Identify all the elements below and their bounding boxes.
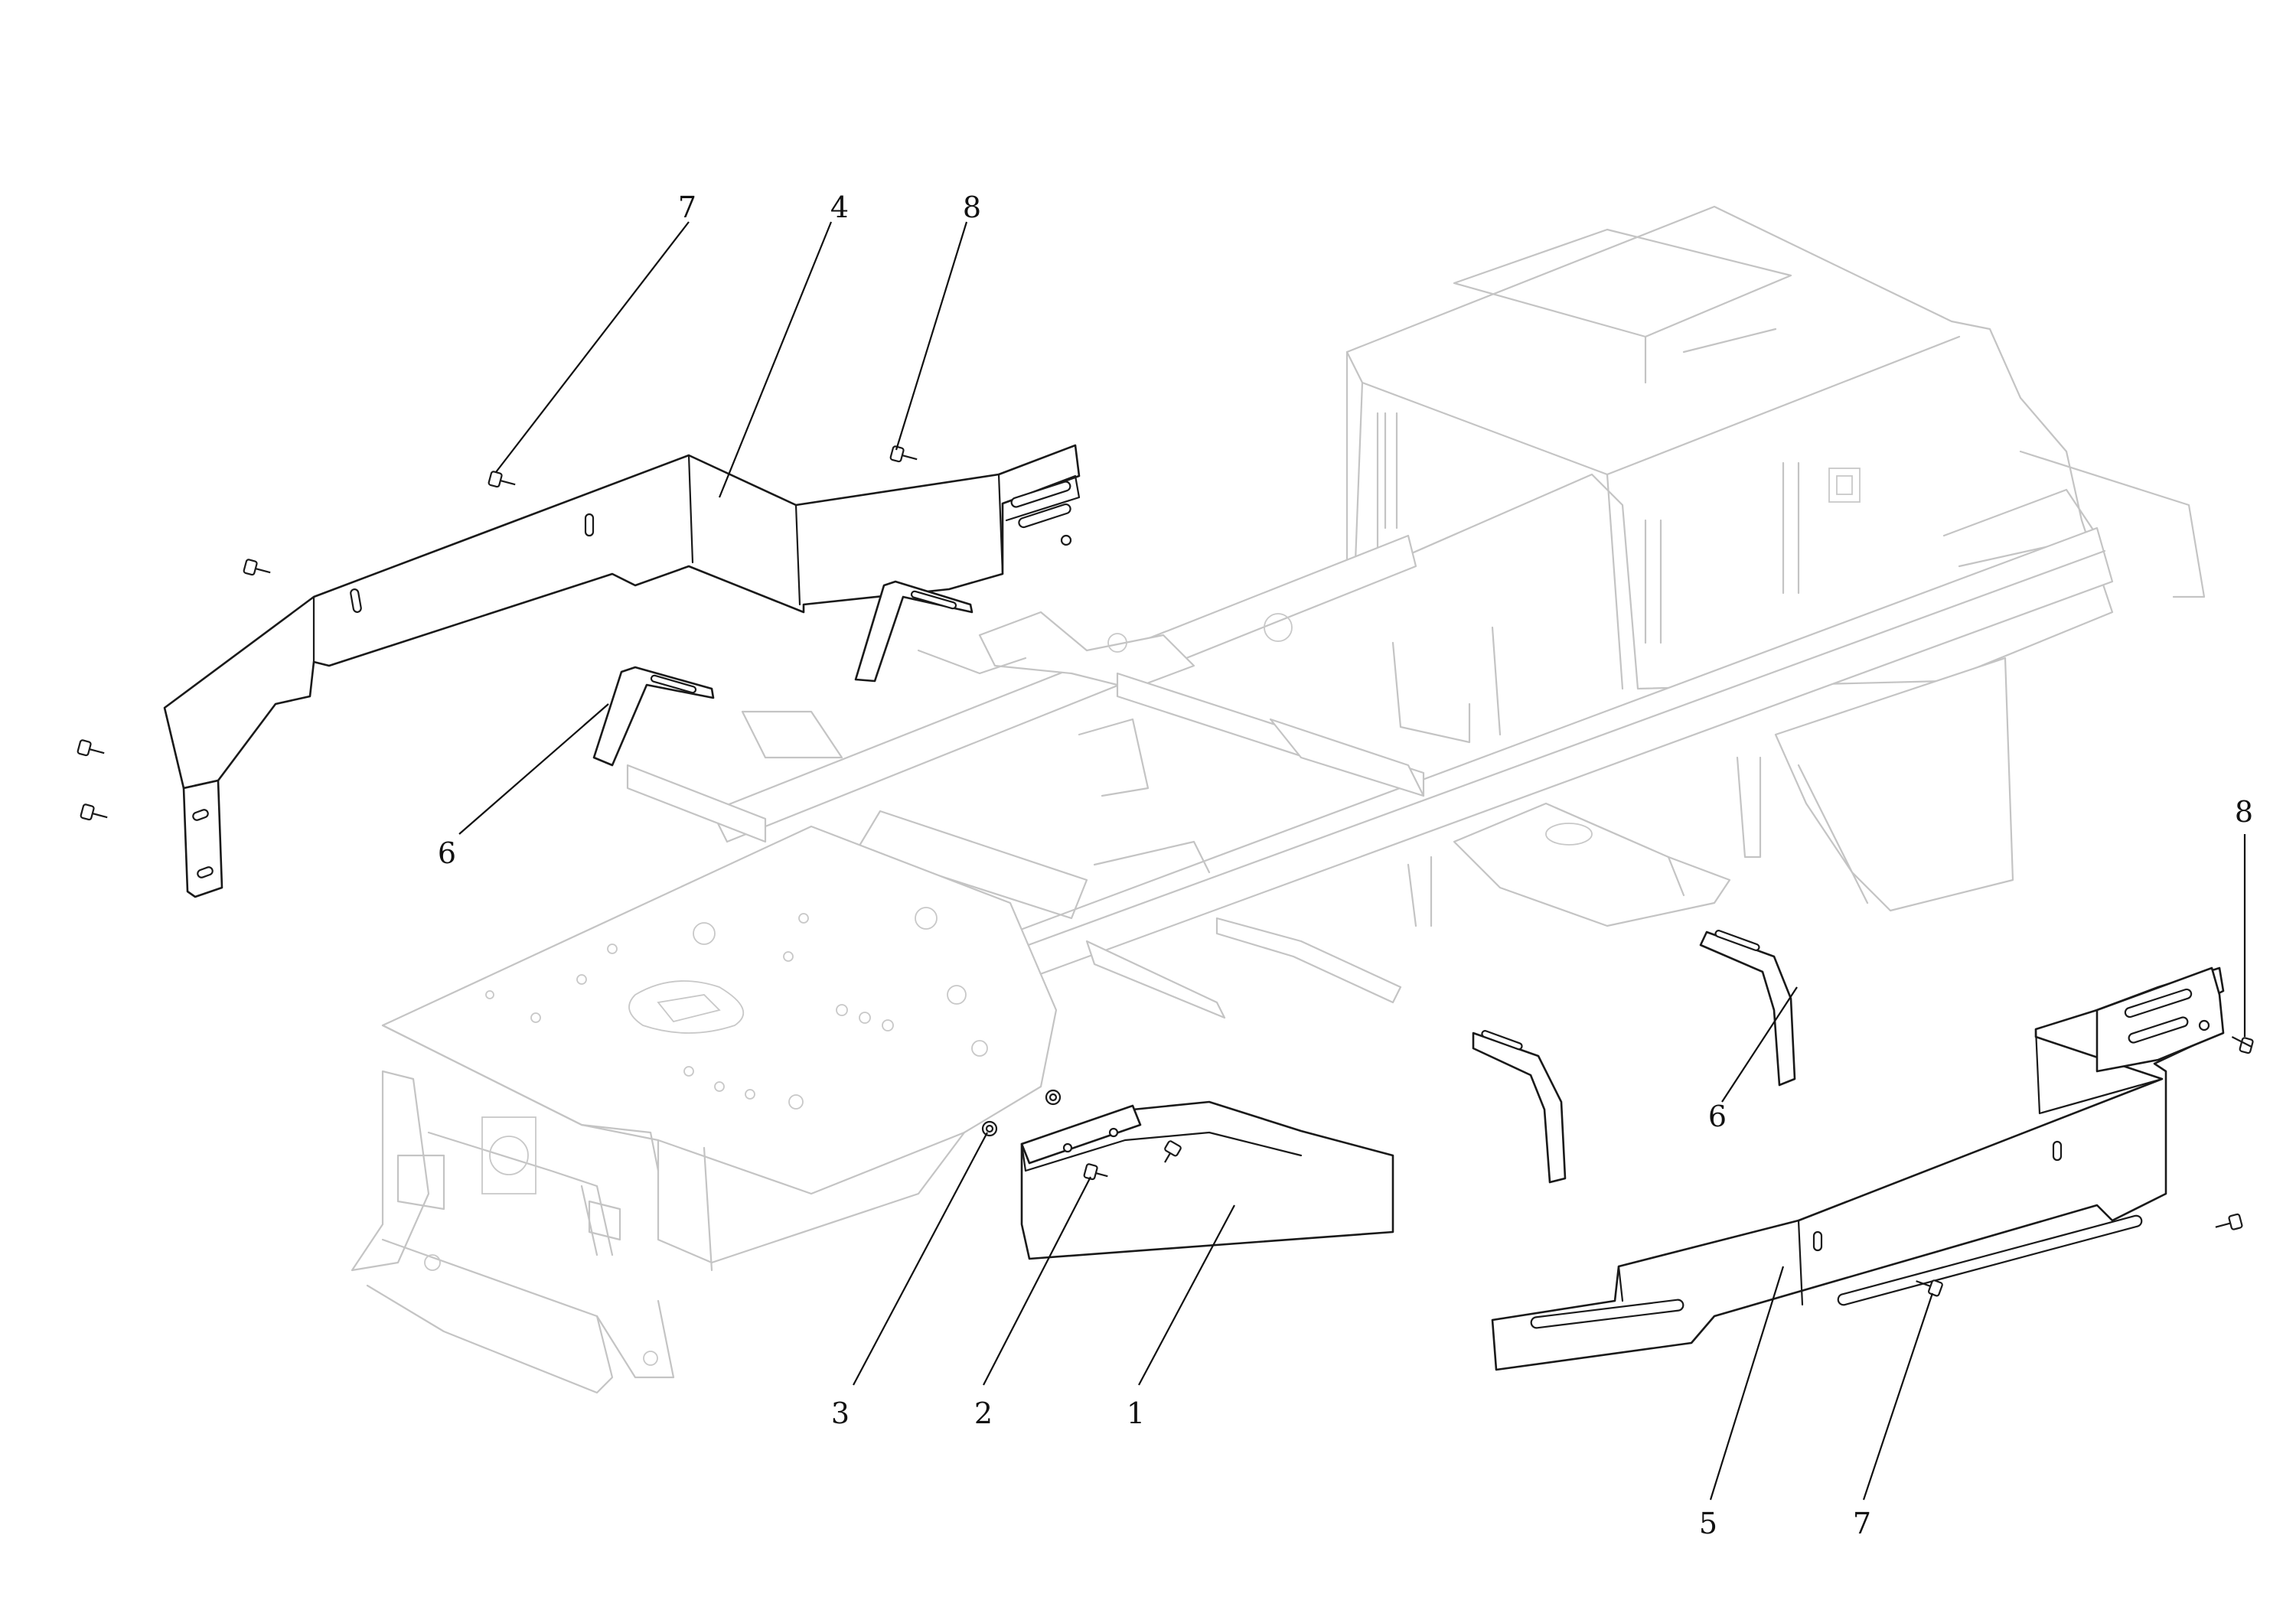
leader-6-right [1721,986,1798,1103]
leader-5 [1709,1266,1785,1501]
bolt-left-3 [80,803,108,821]
callout-labels: 7 4 8 6 8 6 3 2 1 5 7 [438,191,2253,1540]
leader-7-upper [495,221,690,473]
bolt-2 [1083,1163,1108,1181]
callout-1: 1 [1127,1396,1145,1430]
callout-6-left: 6 [438,836,456,870]
callout-8-upper: 8 [963,191,981,224]
callout-7-upper: 7 [678,191,696,224]
nut-top [1045,1089,1062,1106]
leader-3 [853,1132,988,1386]
callout-3: 3 [831,1396,850,1430]
callout-7-lower: 7 [1853,1507,1871,1540]
leader-lines [458,221,2246,1501]
leader-6-left [458,703,609,835]
callout-4: 4 [830,191,849,224]
callout-6-right: 6 [1708,1100,1727,1133]
deck-holes [485,907,988,1110]
bolt-7-upper [488,471,516,488]
bolt-8-upper [889,445,918,463]
leader-7-lower [1862,1292,1934,1501]
chassis-frame [351,205,2206,1394]
part-6-left-support-brackets [592,580,974,767]
leader-1 [1138,1204,1235,1386]
callout-8-lower: 8 [2235,795,2253,829]
callout-5: 5 [1699,1507,1717,1540]
bolt-8-lower [2231,1036,2254,1054]
nut-3 [981,1120,998,1137]
leader-2 [983,1176,1091,1386]
bolt-left-2 [77,739,105,757]
part-1-front-cover-plate [1020,1100,1394,1260]
bolt-1-top [1164,1140,1182,1163]
part-6-right-support-brackets [1472,930,1796,1184]
leader-8-upper [895,221,968,451]
leader-4 [718,221,833,498]
bolt-right [2215,1213,2243,1230]
part-5-right-fender-bracket [1491,966,2225,1371]
bolt-7-lower [1916,1279,1943,1297]
fasteners [77,445,2254,1297]
bolt-left-1 [243,559,271,576]
callout-2: 2 [974,1396,993,1430]
part-4-left-fender-bracket [163,444,1081,898]
